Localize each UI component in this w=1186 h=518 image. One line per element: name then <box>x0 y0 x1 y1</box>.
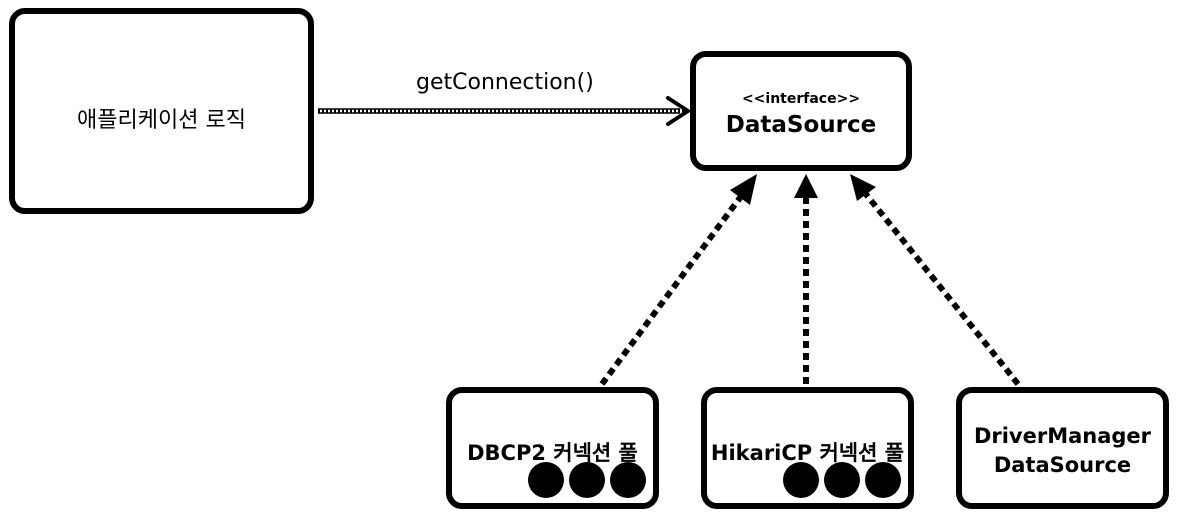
dbcp2-pool-box: DBCP2 커넥션 풀 <box>446 387 659 509</box>
dbcp2-pool-label: DBCP2 커넥션 풀 <box>467 441 638 465</box>
hikari-connection-dots <box>783 462 901 498</box>
connection-dot <box>783 462 819 498</box>
dbcp2-connection-dots <box>528 462 646 498</box>
hikari-realization-arrow <box>794 174 818 384</box>
hikari-pool-label: HikariCP 커넥션 풀 <box>710 441 905 465</box>
driver-manager-label: DriverManager <box>973 424 1152 448</box>
datasource-interface-box: <<interface>> DataSource <box>690 51 912 171</box>
get-connection-arrow <box>318 96 690 126</box>
connection-dot <box>528 462 564 498</box>
driver-realization-arrow <box>850 174 1021 386</box>
get-connection-label: getConnection() <box>416 70 594 95</box>
connection-dot <box>824 462 860 498</box>
dbcp2-realization-arrow <box>599 174 757 386</box>
application-logic-box: 애플리케이션 로직 <box>9 8 314 214</box>
datasource-name-label: DataSource <box>725 112 877 138</box>
connection-dot <box>569 462 605 498</box>
application-logic-label: 애플리케이션 로직 <box>77 108 246 133</box>
connection-dot <box>865 462 901 498</box>
driver-manager-datasource-box: DriverManager DataSource <box>956 387 1169 509</box>
hikari-pool-box: HikariCP 커넥션 풀 <box>701 387 914 509</box>
connection-dot <box>610 462 646 498</box>
interface-stereotype-label: <<interface>> <box>741 91 861 107</box>
driver-datasource-label: DataSource <box>993 453 1132 477</box>
